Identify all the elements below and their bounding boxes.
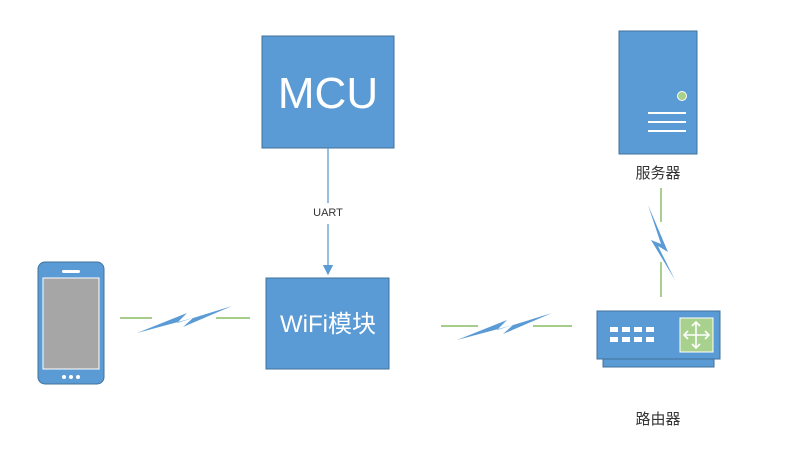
phone-node — [37, 261, 105, 385]
wireless-link-wifi-router — [441, 313, 572, 340]
lightning-bolt-icon — [457, 313, 552, 340]
mcu-node: MCU — [261, 35, 395, 149]
wifi-module-node: WiFi模块 — [265, 277, 390, 370]
uart-connection: UART — [313, 148, 343, 276]
phone-button-dot — [76, 375, 80, 379]
wifi-module-label: WiFi模块 — [280, 311, 376, 338]
uart-label: UART — [313, 207, 343, 219]
mcu-box — [261, 35, 395, 149]
phone-screen — [42, 277, 100, 370]
router-node: 路由器 — [596, 310, 721, 428]
server-vent-line — [648, 121, 686, 123]
lightning-bolt-icon — [648, 205, 675, 280]
router-arrows-icon — [682, 320, 711, 350]
wireless-link-phone-wifi — [120, 306, 250, 333]
wifi-module-box — [265, 277, 390, 370]
phone-button-dot — [62, 375, 66, 379]
router-ports-icon — [610, 327, 654, 342]
router-caption: 路由器 — [635, 410, 680, 428]
phone-speaker — [62, 270, 80, 273]
server-caption: 服务器 — [635, 164, 680, 182]
server-led-icon — [677, 91, 687, 101]
router-base — [602, 358, 715, 368]
server-vent-line — [648, 130, 686, 132]
mcu-label: MCU — [278, 69, 378, 118]
server-vent-line — [648, 112, 686, 114]
server-node: 服务器 — [618, 30, 698, 182]
lightning-bolt-icon — [137, 306, 232, 333]
wireless-link-server-router — [648, 188, 675, 297]
phone-button-dot — [69, 375, 73, 379]
